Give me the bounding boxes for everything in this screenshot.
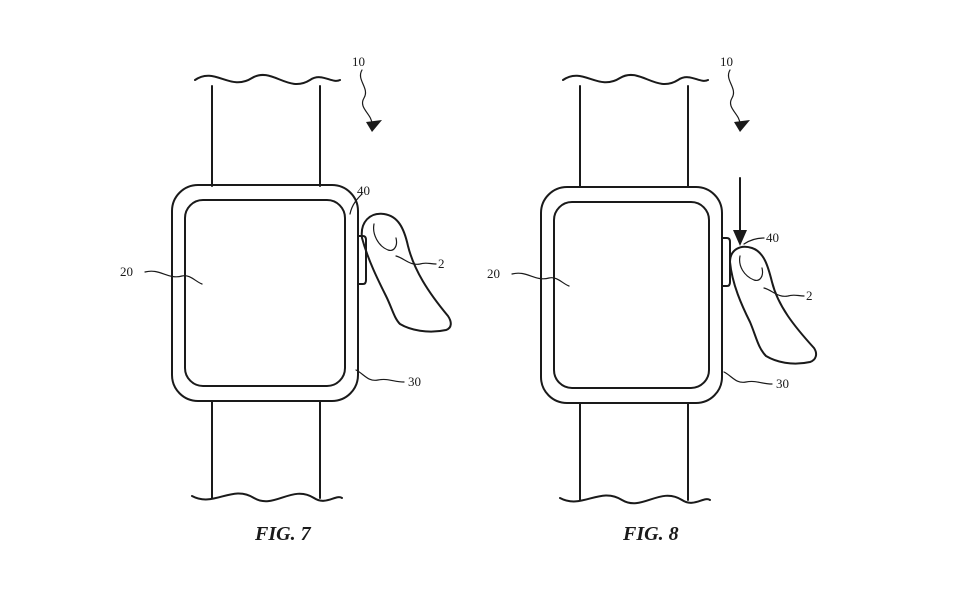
label-display: 20 <box>487 266 500 281</box>
watch-housing <box>171 184 359 402</box>
label-device: 10 <box>720 54 733 69</box>
figure-caption: FIG. 7 <box>254 523 312 545</box>
watch-housing <box>540 186 723 404</box>
figure-caption: FIG. 8 <box>622 523 679 545</box>
label-device: 10 <box>352 54 365 69</box>
display-leader <box>144 270 203 285</box>
upper-band <box>194 73 341 187</box>
lower-band <box>559 402 711 505</box>
housing-leader <box>355 369 405 383</box>
crown-leader <box>349 193 363 215</box>
label-housing: 30 <box>408 374 421 389</box>
finger-leader <box>395 255 437 265</box>
watch-display <box>553 201 710 389</box>
label-crown: 40 <box>766 230 779 245</box>
display-leader <box>511 272 570 287</box>
finger <box>360 212 452 333</box>
label-finger: 2 <box>438 256 445 271</box>
device-leader <box>728 69 741 125</box>
label-crown: 40 <box>357 183 370 198</box>
device-arrowhead <box>366 120 382 132</box>
housing-leader <box>723 371 773 385</box>
lower-band <box>191 400 343 503</box>
figure-7: 10 40 2 20 30 FIG. 7 <box>120 54 452 545</box>
press-arrowhead <box>733 230 747 246</box>
finger <box>729 245 818 365</box>
figure-8: 10 40 2 20 30 FIG. 8 <box>487 54 818 545</box>
watch-display <box>184 199 346 387</box>
fingernail <box>739 255 764 281</box>
upper-band <box>562 73 709 187</box>
finger-leader <box>763 287 805 297</box>
crown <box>357 235 367 285</box>
label-housing: 30 <box>776 376 789 391</box>
crown-leader <box>743 237 765 245</box>
crown <box>721 237 731 287</box>
label-finger: 2 <box>806 288 813 303</box>
device-leader <box>360 69 373 125</box>
fingernail <box>373 223 398 251</box>
device-arrowhead <box>734 120 750 132</box>
label-display: 20 <box>120 264 133 279</box>
